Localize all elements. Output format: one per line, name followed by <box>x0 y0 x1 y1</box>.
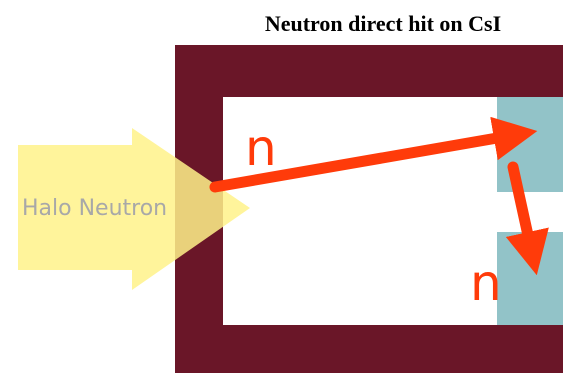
beam-arrow-shape <box>18 128 250 290</box>
neutron-label-upper: n <box>245 119 277 177</box>
diagram-title: Neutron direct hit on CsI <box>265 11 501 36</box>
neutron-track-arrows <box>209 116 549 276</box>
halo-neutron-beam <box>18 128 250 290</box>
shield-top-wall <box>175 45 563 97</box>
neutron-scatter-track <box>505 161 549 276</box>
shield-left-wall-lower <box>175 238 223 373</box>
halo-neutron-label: Halo Neutron <box>22 196 167 221</box>
csi-block-upper <box>497 97 563 192</box>
neutron-track-to-csi <box>209 116 538 193</box>
neutron-label-lower: n <box>470 254 502 312</box>
shield-bottom-wall <box>175 325 563 373</box>
